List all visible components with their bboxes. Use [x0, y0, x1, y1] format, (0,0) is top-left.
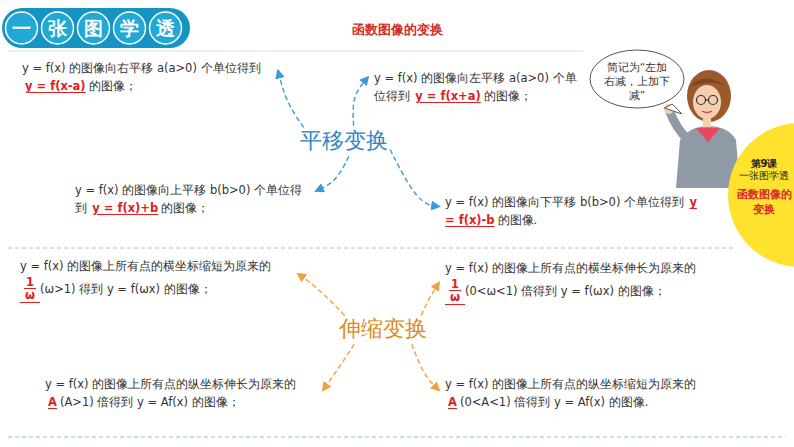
description-text: 的图像； [161, 201, 209, 215]
dashed-connector [412, 344, 439, 390]
section-divider [8, 248, 735, 249]
spacer [410, 89, 412, 103]
dashed-connector [298, 274, 345, 316]
answer-text: A [445, 395, 460, 409]
description-text: 的图像. [498, 213, 538, 227]
spacer [684, 195, 686, 209]
badge-label: 函数图像的变换 [736, 188, 792, 217]
dashed-connector [353, 77, 368, 126]
answer-text: ω [450, 291, 460, 304]
teacher-mouth [702, 111, 712, 113]
badge-label: 一张图学透 [736, 170, 792, 182]
spacer [696, 261, 698, 275]
dashed-connector [278, 71, 304, 128]
teacher-glasses [706, 99, 709, 100]
teacher-fringe [690, 78, 728, 88]
dashed-connector [316, 156, 349, 191]
spacer [87, 201, 89, 215]
answer-text: 1 [24, 276, 36, 290]
rule-text-block: y = f(x) 的图像上所有点的横坐标伸长为原来的 1ω(0<ω<1) 倍得到… [445, 260, 713, 305]
rule-text-block: y = f(x) 的图像向右平移 a(a>0) 个单位得到 y = f(x-a)… [22, 60, 272, 96]
mnemonic-text: 简记为“左加右减，上加下减” [604, 60, 670, 103]
teacher-hair [687, 70, 731, 122]
description-text: (0<A<1) 倍得到 y = Af(x) 的图像. [460, 395, 648, 409]
answer-text: 1 [449, 278, 461, 292]
dashed-connector [390, 150, 439, 207]
answer-text: A [45, 395, 60, 409]
answer-fraction: 1ω [20, 276, 40, 303]
rule-text-block: y = f(x) 的图像上所有点的纵坐标缩短为原来的 A(0<A<1) 倍得到 … [445, 376, 713, 412]
description-text: (ω>1) 得到 y = f(ωx) 的图像； [40, 282, 212, 296]
lesson-badge: 第9课一张图学透函数图像的变换 [728, 123, 794, 267]
badge-text-group: 第9课一张图学透函数图像的变换 [736, 157, 792, 217]
teacher-glasses [709, 96, 718, 105]
answer-text: y = f(x+a) [412, 89, 483, 103]
topic-heading: 平移变换 [296, 124, 392, 158]
rule-text-block: y = f(x) 的图像上所有点的纵坐标伸长为原来的 A(A>1) 倍得到 y … [45, 376, 317, 412]
topic-label: 伸缩变换 [339, 316, 427, 341]
speech-bubble: 简记为“左加右减，上加下减” [588, 48, 686, 114]
badge-label: 第9课 [736, 157, 792, 170]
answer-text: ω [25, 289, 35, 302]
description-text: y = f(x) 的图像上所有点的纵坐标缩短为原来的 [445, 377, 696, 391]
answer-fraction: 1ω [445, 278, 465, 305]
spacer [296, 377, 298, 391]
description-text: (A>1) 倍得到 y = Af(x) 的图像； [60, 395, 240, 409]
rule-text-block: y = f(x) 的图像向左平移 a(a>0) 个单位得到 y = f(x+a)… [374, 70, 586, 106]
description-text: (0<ω<1) 倍得到 y = f(ωx) 的图像； [465, 284, 666, 298]
rule-text-block: y = f(x) 的图像上所有点的横坐标缩短为原来的 1ω(ω>1) 得到 y … [20, 258, 292, 303]
answer-text: y = f(x)+b [89, 201, 161, 215]
description-text: 的图像； [89, 79, 137, 93]
answer-text: y = f(x-a) [22, 79, 89, 93]
dashed-connector [421, 283, 439, 316]
spacer [261, 61, 263, 75]
teacher-collar [696, 128, 720, 142]
teacher-glasses [697, 96, 706, 105]
spacer [696, 377, 698, 391]
rule-text-block: y = f(x) 的图像向上平移 b(b>0) 个单位得到 y = f(x)+b… [75, 182, 310, 218]
description-text: 的图像； [484, 89, 532, 103]
teacher-face [693, 85, 721, 119]
topic-label: 平移变换 [300, 128, 388, 153]
bubble-tail [664, 104, 682, 114]
dashed-connector [323, 344, 354, 390]
topic-heading: 伸缩变换 [335, 312, 431, 346]
description-text: y = f(x) 的图像向右平移 a(a>0) 个单位得到 [22, 61, 261, 75]
description-text: y = f(x) 的图像上所有点的横坐标伸长为原来的 [445, 261, 696, 275]
bottom-rule [8, 437, 786, 438]
bubble-shape [590, 50, 684, 108]
badge-circle [728, 123, 794, 267]
rule-text-block: y = f(x) 的图像向下平移 b(b>0) 个单位得到 y = f(x)-b… [445, 194, 710, 230]
teacher-arm [670, 112, 688, 140]
description-text: y = f(x) 的图像上所有点的纵坐标伸长为原来的 [45, 377, 296, 391]
spacer [271, 259, 273, 273]
top-rule [8, 50, 584, 51]
teacher-neck [703, 117, 711, 127]
logo-text: 一张图学透 [12, 16, 192, 40]
description-text: y = f(x) 的图像上所有点的横坐标缩短为原来的 [20, 259, 271, 273]
description-text: y = f(x) 的图像向下平移 b(b>0) 个单位得到 [445, 195, 684, 209]
